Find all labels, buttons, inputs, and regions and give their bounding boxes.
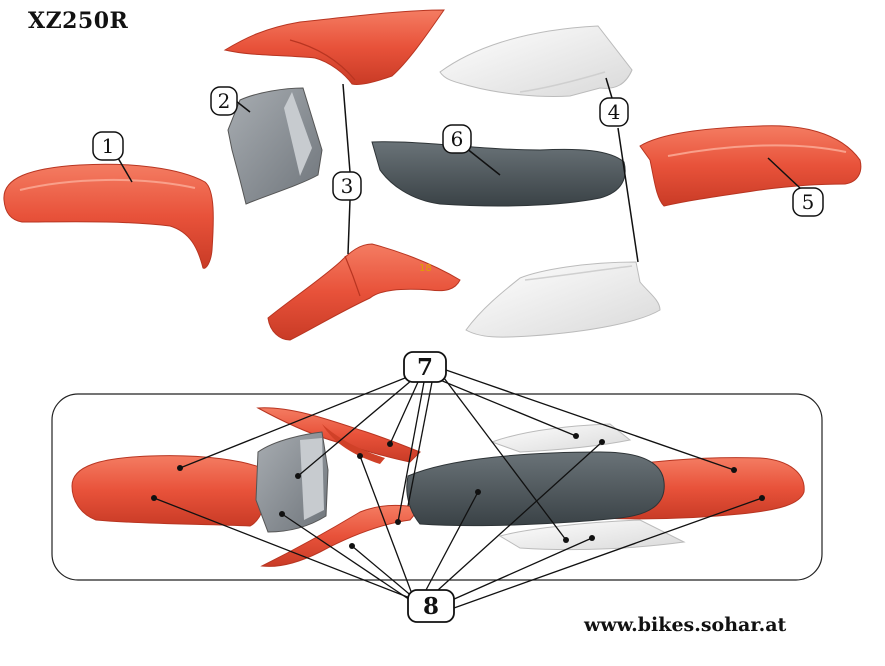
front-fender-part bbox=[3, 163, 214, 269]
shroud-upper-part bbox=[223, 9, 445, 85]
side-panel-upper-part bbox=[439, 25, 633, 98]
leaders-callout-8 bbox=[153, 441, 763, 609]
website-url: www.bikes.sohar.at bbox=[584, 614, 787, 636]
callout-7: 7 bbox=[403, 351, 447, 383]
callout-3: 3 bbox=[332, 83, 362, 255]
assembled-bike-view bbox=[71, 407, 805, 567]
svg-text:6: 6 bbox=[451, 127, 464, 151]
callout-2: 2 bbox=[210, 86, 251, 116]
callout-8: 8 bbox=[407, 589, 455, 623]
shroud-lower-part: 18 bbox=[267, 243, 461, 341]
callout-6: 6 bbox=[442, 124, 501, 176]
leaders-callout-7 bbox=[179, 369, 735, 541]
svg-text:7: 7 bbox=[417, 354, 433, 381]
side-panel-lower-part bbox=[465, 261, 661, 338]
svg-text:4: 4 bbox=[608, 100, 621, 124]
svg-text:3: 3 bbox=[341, 174, 354, 198]
svg-text:1: 1 bbox=[102, 134, 115, 158]
svg-text:5: 5 bbox=[802, 190, 815, 214]
number-plate-part bbox=[227, 87, 323, 205]
callout-1: 1 bbox=[92, 131, 133, 183]
part-note-label: 18 bbox=[419, 263, 432, 274]
model-title: XZ250R bbox=[28, 8, 129, 34]
callout-5: 5 bbox=[767, 157, 824, 217]
rear-fender-part bbox=[639, 125, 862, 207]
svg-text:8: 8 bbox=[423, 593, 439, 620]
fastener-points bbox=[151, 433, 765, 549]
svg-text:2: 2 bbox=[218, 89, 231, 113]
callout-4: 4 bbox=[599, 77, 639, 263]
